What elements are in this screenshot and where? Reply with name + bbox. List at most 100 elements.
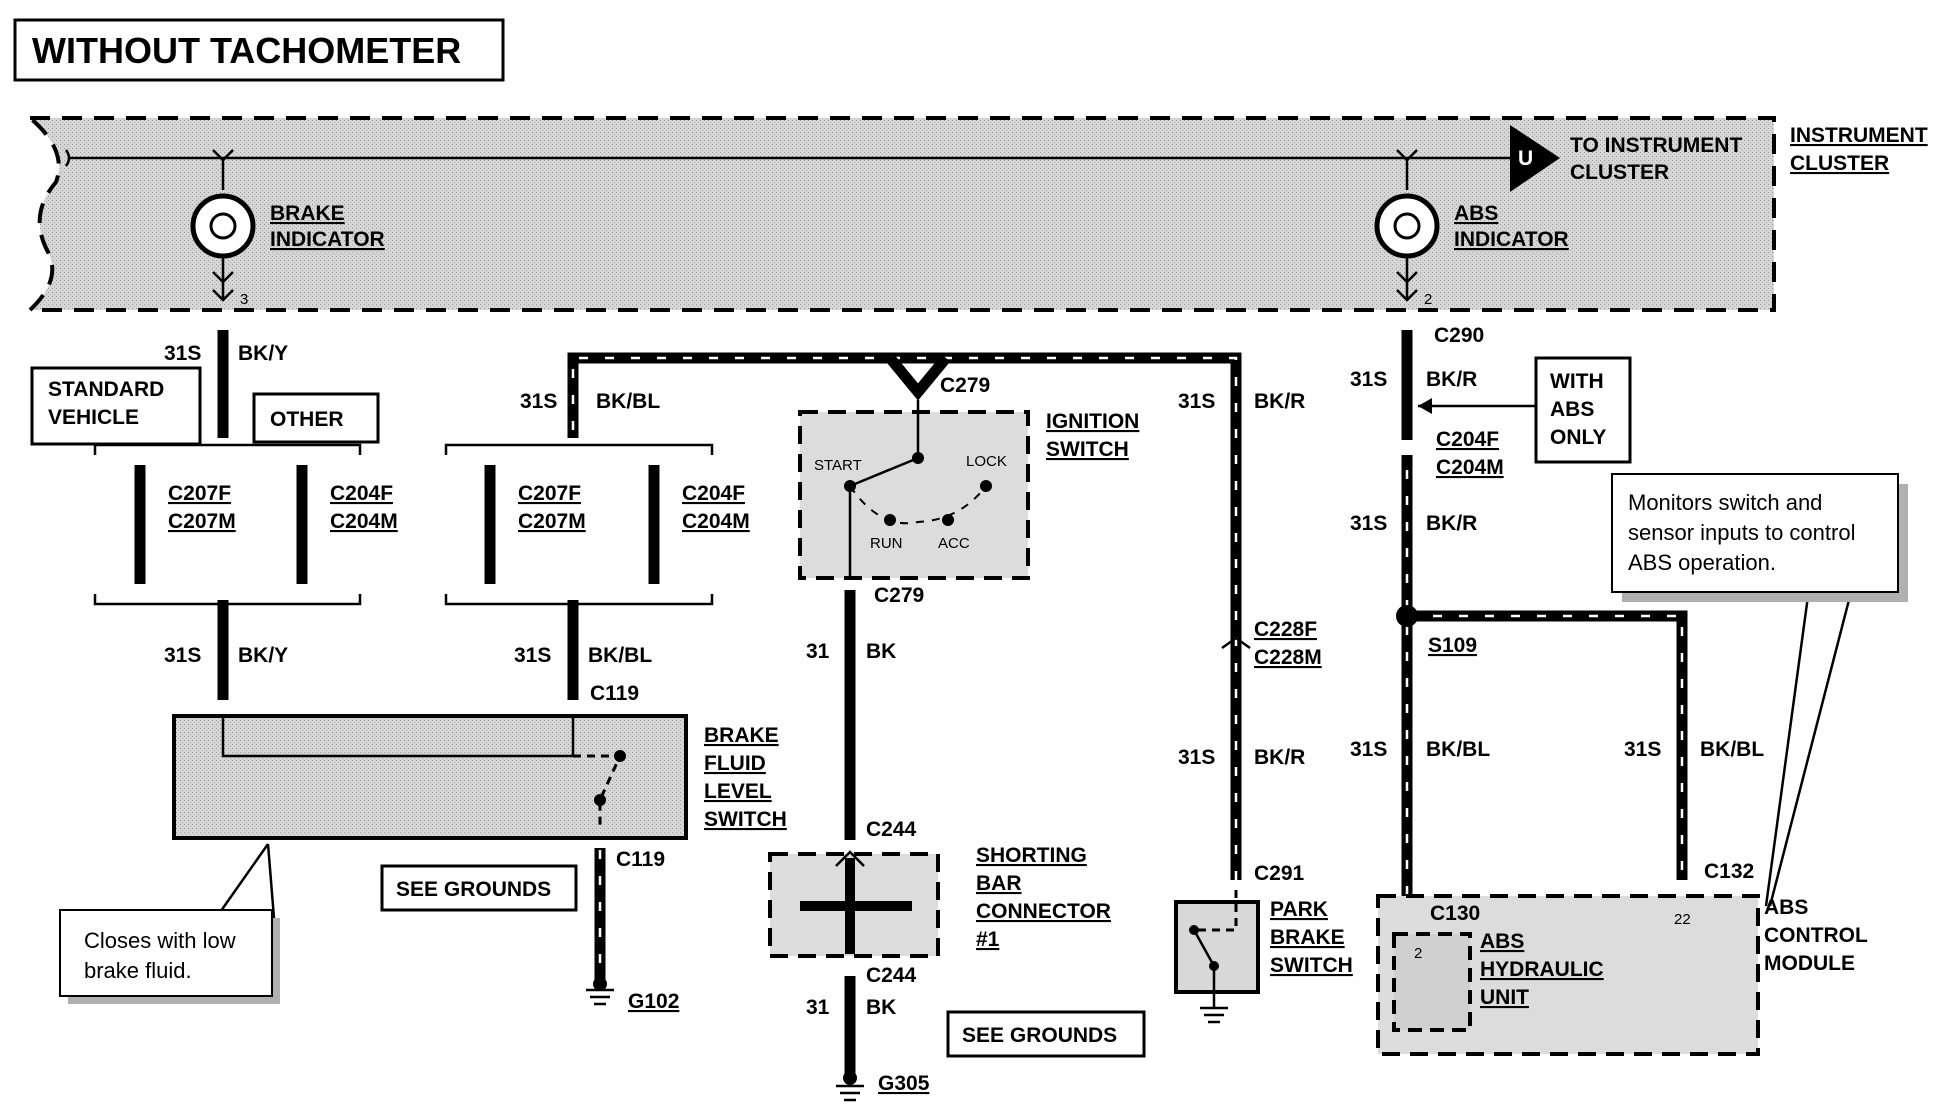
wire-color-label: BK/BL	[1426, 738, 1490, 761]
wire-color-label: BK/BL	[1700, 738, 1764, 761]
see-grounds-box-1[interactable]: SEE GROUNDS	[380, 864, 578, 912]
circuit-label: 31S	[1350, 368, 1387, 391]
c119-label: C119	[616, 848, 665, 871]
c228f-label: C228F	[1254, 618, 1317, 641]
g305-label: G305	[878, 1072, 930, 1095]
low-fluid-callout: Closes with low brake fluid.	[59, 843, 280, 1004]
ground-icon	[593, 977, 607, 991]
abs-hydraulic-label-3: UNIT	[1480, 986, 1529, 1009]
abs-hydraulic-label-1: ABS	[1480, 930, 1524, 953]
instrument-cluster-label-2: CLUSTER	[1790, 152, 1889, 175]
low-fluid-note-1: Closes with low	[84, 928, 236, 953]
connector-letter: U	[1518, 147, 1533, 170]
with-abs-label-1: WITH	[1550, 370, 1604, 393]
park-brake-label-1: PARK	[1270, 898, 1328, 921]
standard-vehicle-label-1: STANDARD	[48, 378, 164, 401]
brake-fluid-label-1: BRAKE	[704, 724, 779, 747]
c244-label: C244	[866, 964, 917, 987]
abs-indicator: 2 ABS INDICATOR	[1374, 149, 1569, 308]
circuit-label: 31S	[1624, 738, 1661, 761]
with-abs-label-3: ONLY	[1550, 426, 1606, 449]
wire-color-label: BK/R	[1426, 368, 1477, 391]
abs-pin-22: 22	[1674, 911, 1691, 928]
c207m-label: C207M	[168, 510, 236, 533]
c130-label: C130	[1430, 902, 1480, 925]
title-text: WITHOUT TACHOMETER	[32, 30, 461, 71]
see-grounds-box-2[interactable]: SEE GROUNDS	[946, 1010, 1146, 1058]
s109-label: S109	[1428, 634, 1477, 657]
c204m-label: C204M	[1436, 456, 1504, 479]
shorting-bar-connector	[768, 850, 940, 958]
standard-vehicle-label-2: VEHICLE	[48, 406, 139, 429]
ignition-lock-label: LOCK	[966, 453, 1007, 470]
see-grounds-label[interactable]: SEE GROUNDS	[396, 878, 551, 901]
shorting-bar-label-2: BAR	[976, 872, 1022, 895]
c207f-label: C207F	[518, 482, 581, 505]
brake-indicator-label-2: INDICATOR	[270, 228, 385, 251]
standard-vehicle-box: STANDARD VEHICLE	[30, 366, 202, 446]
ground-symbol-g102: G102	[586, 977, 679, 1013]
connector-block-left: C207F C207M C204F C204M	[93, 443, 398, 606]
ignition-run-label: RUN	[870, 535, 903, 552]
wire-color-label: BK/R	[1254, 746, 1305, 769]
wire-color-label: BK/R	[1426, 512, 1477, 535]
abs-control-module: 2 22 C130 ABS HYDRAULIC UNIT	[1376, 894, 1760, 1056]
lamp-icon	[1393, 212, 1421, 240]
c119-label: C119	[590, 682, 639, 705]
to-cluster-arrow-icon	[1510, 125, 1560, 192]
ground-icon	[843, 1071, 857, 1085]
abs-indicator-label-2: INDICATOR	[1454, 228, 1569, 251]
wire-color-label: BK/R	[1254, 390, 1305, 413]
to-cluster-label-2: CLUSTER	[1570, 161, 1669, 184]
c279-label: C279	[874, 584, 924, 607]
other-label: OTHER	[270, 408, 344, 431]
c291-label: C291	[1254, 862, 1305, 885]
lamp-icon	[209, 212, 237, 240]
wire-color-label: BK/BL	[596, 390, 660, 413]
c204f-label: C204F	[1436, 428, 1499, 451]
shorting-bar-label-4: #1	[976, 928, 1000, 951]
circuit-label: 31S	[164, 644, 201, 667]
brake-fluid-level-switch	[172, 714, 688, 840]
circuit-label: 31	[806, 996, 830, 1019]
abs-indicator-pin: 2	[1424, 291, 1432, 308]
park-brake-switch	[1174, 890, 1260, 1024]
wire-color-label: BK/Y	[238, 644, 288, 667]
c132-label: C132	[1704, 860, 1754, 883]
instrument-cluster-label-1: INSTRUMENT	[1790, 124, 1928, 147]
circuit-label: 31	[806, 640, 830, 663]
ground-symbol-g305: G305	[836, 1071, 930, 1102]
c279-label: C279	[940, 374, 990, 397]
brake-indicator-pin: 3	[240, 291, 248, 308]
low-fluid-note-2: brake fluid.	[84, 958, 192, 983]
with-abs-label-2: ABS	[1550, 398, 1594, 421]
circuit-label: 31S	[1350, 738, 1387, 761]
g102-label: G102	[628, 990, 679, 1013]
park-brake-label-2: BRAKE	[1270, 926, 1345, 949]
c204f-label: C204F	[682, 482, 745, 505]
connector-block-middle: C207F C207M C204F C204M	[444, 443, 750, 606]
abs-monitor-note-1: Monitors switch and	[1628, 490, 1822, 515]
ignition-acc-label: ACC	[938, 535, 970, 552]
abs-pin-2: 2	[1414, 945, 1422, 962]
c204m-label: C204M	[682, 510, 750, 533]
abs-module-label-3: MODULE	[1764, 952, 1855, 975]
ignition-start-label: START	[814, 457, 862, 474]
wire-color-label: BK	[866, 640, 896, 663]
circuit-label: 31S	[1350, 512, 1387, 535]
circuit-label: 31S	[514, 644, 551, 667]
brake-indicator-label-1: BRAKE	[270, 202, 345, 225]
diagram-title: WITHOUT TACHOMETER	[13, 18, 505, 82]
with-abs-only-box: WITH ABS ONLY	[1418, 356, 1632, 464]
shorting-bar-label-3: CONNECTOR	[976, 900, 1111, 923]
to-cluster-label-1: TO INSTRUMENT	[1570, 134, 1742, 157]
c204f-label: C204F	[330, 482, 393, 505]
wire-color-label: BK/BL	[588, 644, 652, 667]
ignition-switch-label-1: IGNITION	[1046, 410, 1139, 433]
wires	[217, 330, 1688, 1080]
brake-indicator: 3 BRAKE INDICATOR	[190, 149, 385, 308]
abs-hydraulic-label-2: HYDRAULIC	[1480, 958, 1604, 981]
abs-monitor-note-2: sensor inputs to control	[1628, 520, 1855, 545]
see-grounds-label[interactable]: SEE GROUNDS	[962, 1024, 1117, 1047]
circuit-label: 31S	[520, 390, 557, 413]
